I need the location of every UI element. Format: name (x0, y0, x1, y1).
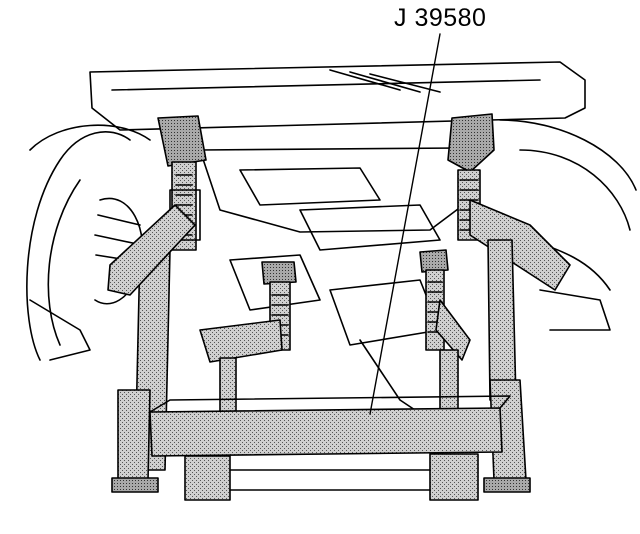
tool-callout-label: J 39580 (394, 4, 487, 32)
right-post (483, 239, 531, 493)
fixture-crossmember (149, 395, 511, 501)
left-front-support (107, 115, 207, 296)
center-left-support (199, 261, 297, 416)
wheel-tire (26, 131, 144, 361)
right-front-support (447, 113, 571, 291)
callout-leader-line (369, 33, 441, 415)
center-right-support (419, 249, 471, 416)
